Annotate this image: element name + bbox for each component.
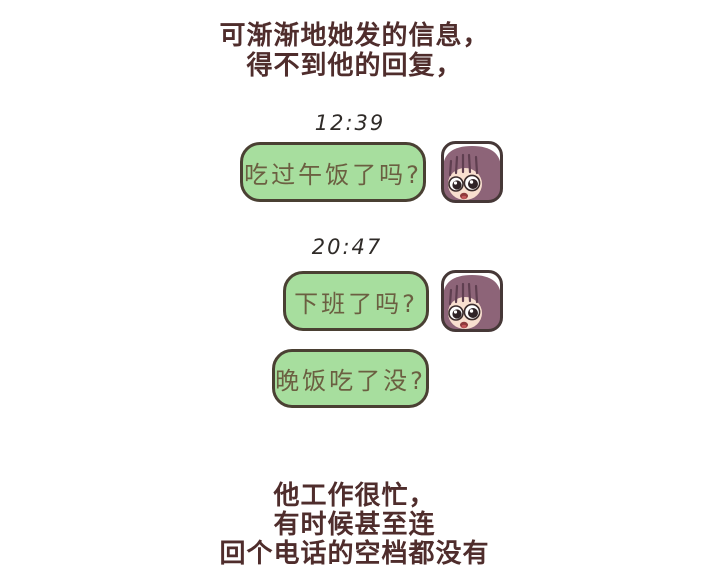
chat-bubble-2: 下班了吗? <box>283 271 429 331</box>
narration-line: 有时候甚至连 <box>273 509 436 539</box>
girl-avatar-icon <box>439 268 505 334</box>
narration-bottom: 他工作很忙， 有时候甚至连 回个电话的空档都没有 <box>0 481 709 568</box>
chat-bubble-3: 晚饭吃了没? <box>272 349 429 408</box>
chat-bubble-1: 吃过午饭了吗? <box>240 142 426 202</box>
girl-avatar-icon <box>439 139 505 205</box>
message-timestamp-2: 20:47 <box>311 235 383 259</box>
narration-line: 他工作很忙， <box>273 480 436 510</box>
narration-top: 可渐渐地她发的信息， 得不到他的回复， <box>0 20 709 80</box>
narration-line: 回个电话的空档都没有 <box>219 538 490 568</box>
chat-bubble-text: 下班了吗? <box>294 289 418 318</box>
narration-line: 可渐渐地她发的信息， <box>219 20 490 50</box>
comic-panel: 可渐渐地她发的信息， 得不到他的回复， 12:39 吃过午饭了吗? 20:47 … <box>0 20 709 568</box>
chat-bubble-text: 吃过午饭了吗? <box>244 160 422 189</box>
narration-line: 得不到他的回复， <box>246 50 463 80</box>
message-timestamp-1: 12:39 <box>314 111 386 135</box>
chat-bubble-text: 晚饭吃了没? <box>275 367 426 395</box>
